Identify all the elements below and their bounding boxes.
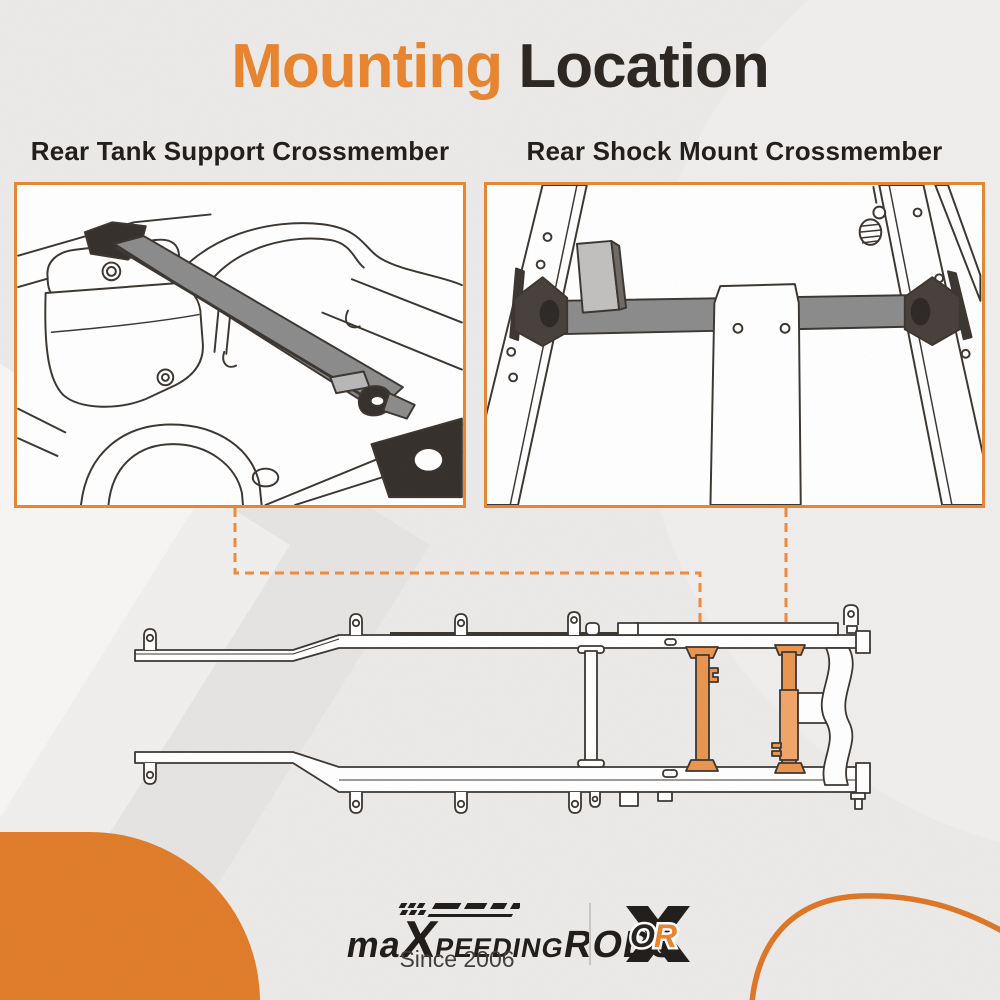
xm1-clip [708, 667, 719, 683]
strap-hook-slot [369, 395, 386, 407]
right-bracket-socket [910, 297, 931, 326]
tab-hole [145, 633, 155, 643]
title-rest: Location [502, 32, 769, 101]
tank-strap-drawing [17, 213, 463, 505]
fuel-tank-body [44, 282, 204, 408]
panel-tank-support-illustration [14, 182, 466, 508]
rail-bracket [617, 622, 639, 636]
rail-slot [662, 769, 678, 778]
top-frame-rail [134, 634, 863, 662]
xor-badge-icon: O R [626, 906, 690, 962]
right-rail-line [350, 278, 463, 324]
frame-loop-inner [107, 443, 244, 505]
top-rail-upper-plate [617, 622, 839, 636]
frame-loop-outer [80, 423, 263, 505]
mid-hook [222, 350, 238, 368]
xor-letter-r: R [654, 918, 677, 954]
frame-hole [251, 467, 280, 488]
tab-hole [351, 799, 361, 809]
brand-since-text: Since 2006 [399, 946, 515, 972]
rear-bolt-plate [850, 792, 866, 800]
hook-stem [872, 185, 878, 204]
tank-support-crossmember-highlight [685, 646, 719, 772]
label-rear-tank-support: Rear Tank Support Crossmember [30, 136, 450, 166]
panel-shock-mount-illustration [484, 182, 985, 508]
rail-slot [664, 638, 677, 646]
xm2-clip [771, 742, 782, 749]
xor-letter-o: O [630, 918, 655, 954]
xm2-clip [771, 750, 782, 757]
rear-end-cap-top [855, 630, 871, 654]
tank-filler-cap [101, 261, 122, 282]
rear-bolt [854, 798, 863, 810]
tab-hole [570, 799, 580, 809]
title-accent: Mounting [231, 32, 503, 101]
tab-hole [847, 610, 855, 618]
bed-hump-inner [209, 237, 365, 283]
corner-panel-hole [414, 449, 443, 471]
xm1-bottom-flange [685, 759, 719, 772]
bottom-frame-rail [134, 751, 863, 793]
deck-lines-left [17, 407, 67, 457]
tab-hole [456, 618, 466, 628]
tank-ring [156, 368, 175, 387]
xm1-bar [695, 654, 710, 764]
under-rail-bracket [657, 791, 673, 802]
corner-curve-accent [749, 893, 1000, 1000]
xm2-bar-mid [779, 689, 799, 761]
tab-hole [591, 795, 599, 803]
xm2-bottom-flange [774, 762, 806, 774]
rail-hole [960, 348, 971, 359]
chassis-frame-drawing [134, 604, 871, 814]
rear-end-cap-bottom [855, 762, 871, 794]
label-rear-shock-mount: Rear Shock Mount Crossmember [526, 136, 943, 166]
tab-hole [570, 616, 578, 624]
rail-bump [585, 622, 600, 636]
center-plate [709, 283, 802, 505]
tab-hole [456, 799, 466, 809]
tab-hole [351, 618, 361, 628]
hook-eye [872, 205, 887, 220]
mid-crossmember-bottom-flange [577, 759, 605, 768]
tab-hole [145, 770, 155, 780]
left-frame-rail [487, 185, 588, 505]
strap-tail [382, 392, 416, 420]
under-rail-bracket [619, 791, 639, 807]
left-bracket-socket [539, 299, 560, 328]
footer-divider [589, 903, 591, 965]
page-title: Mounting Location [0, 30, 1000, 104]
rear-wavy-crossmember [820, 647, 854, 786]
shock-crossmember-drawing [487, 185, 982, 505]
mid-crossmember [584, 650, 598, 764]
